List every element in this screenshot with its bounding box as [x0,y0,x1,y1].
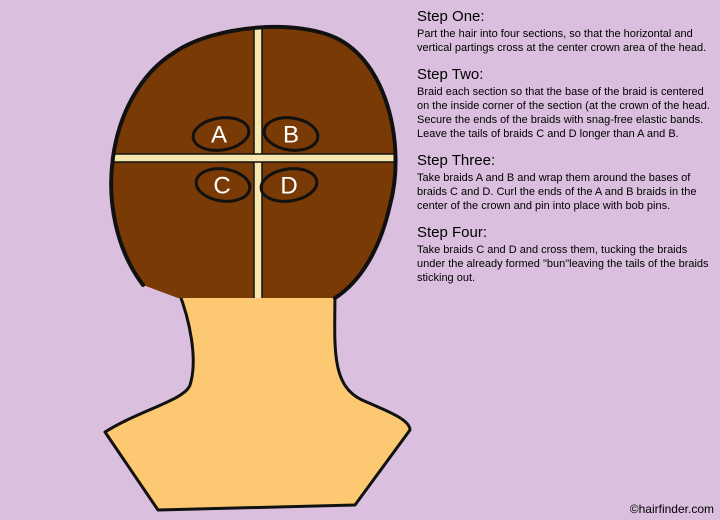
step-three: Step Three: Take braids A and B and wrap… [417,152,717,214]
partings [111,26,396,299]
braid-b: B [262,116,320,152]
step-text: Take braids A and B and wrap them around… [417,171,697,213]
step-four: Step Four: Take braids C and D and cross… [417,224,717,286]
step-text: Braid each section so that the base of t… [417,85,710,141]
braid-c: C [194,167,252,203]
step-two: Step Two: Braid each section so that the… [417,66,717,142]
braid-a: A [191,116,251,152]
braid-a-label: A [211,122,227,149]
step-text: Take braids C and D and cross them, tuck… [417,243,709,285]
braid-d-label: D [280,173,297,200]
braid-b-label: B [283,122,299,149]
step-text: Part the hair into four sections, so tha… [417,28,707,55]
hair [109,24,398,300]
braid-c-label: C [213,173,230,200]
step-title: Step Three: [417,151,496,169]
neck-shoulders [103,288,412,512]
step-one: Step One: Part the hair into four sectio… [417,8,717,56]
copyright-credit: ©hairfinder.com [629,502,714,516]
step-title: Step Two: [417,65,484,83]
braid-d: D [259,167,319,203]
instructions: Step One: Part the hair into four sectio… [417,8,717,296]
step-title: Step Four: [417,223,488,241]
step-title: Step One: [417,8,485,25]
